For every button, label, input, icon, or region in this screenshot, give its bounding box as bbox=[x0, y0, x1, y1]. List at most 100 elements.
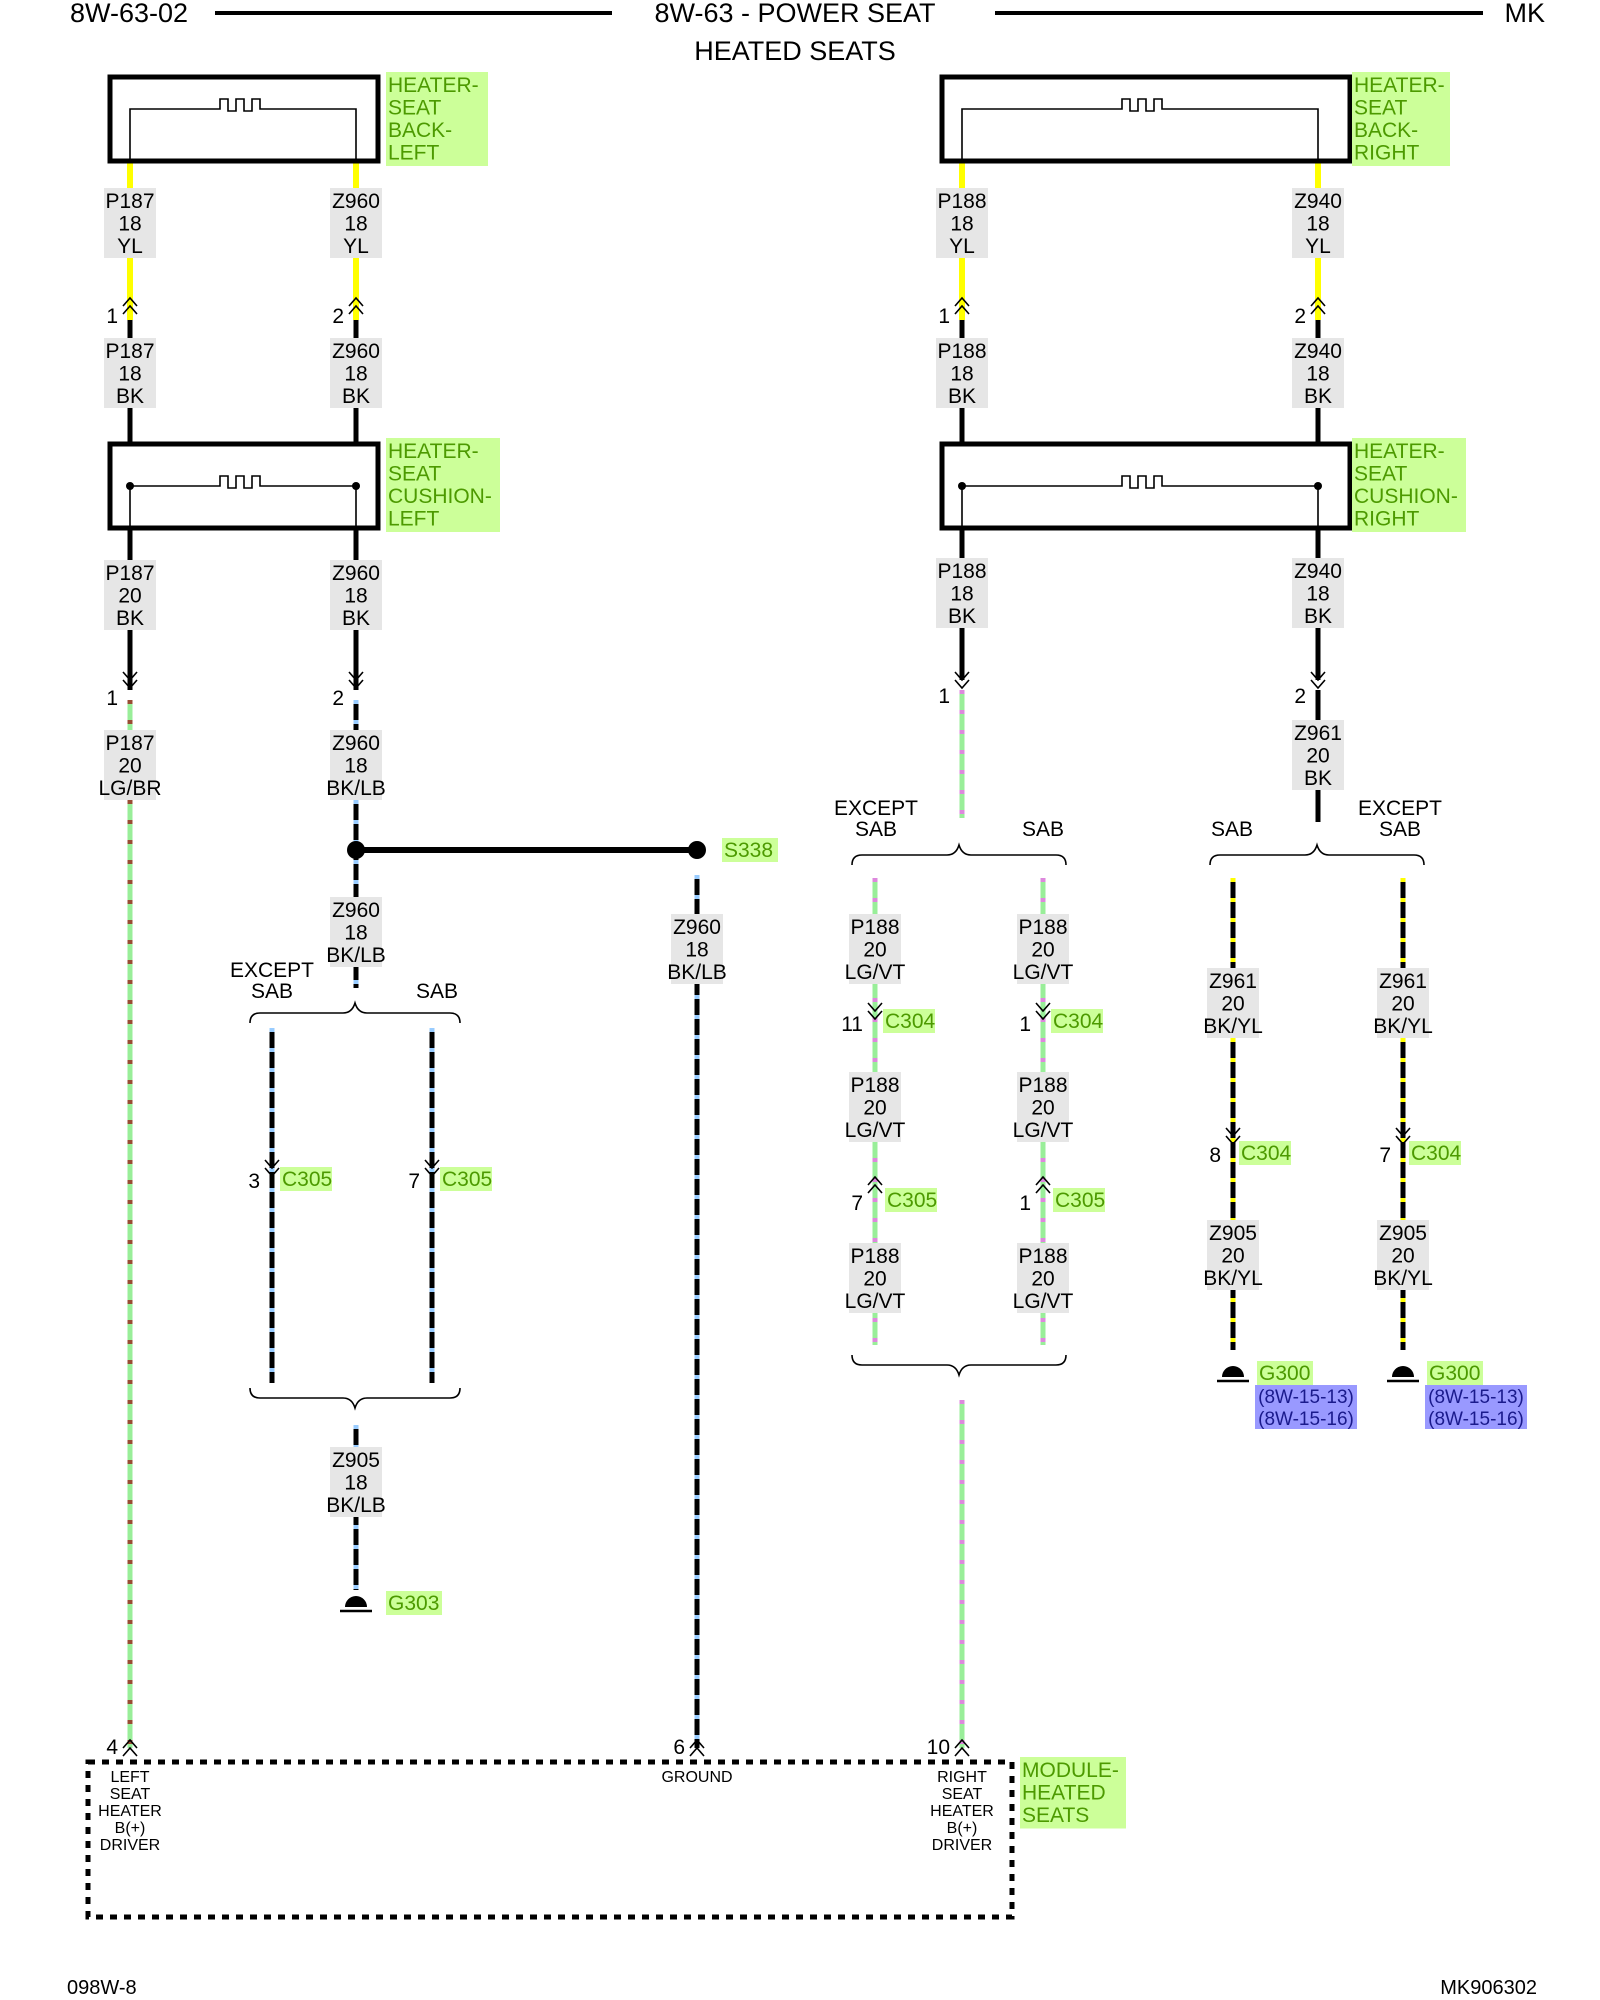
wire-label-text: 18 bbox=[344, 1472, 367, 1495]
module-pin-label: GROUND bbox=[661, 1769, 732, 1786]
wire-label-text: 20 bbox=[1031, 1268, 1054, 1291]
component-label-text: SEAT bbox=[1354, 463, 1407, 486]
wire-label-text: BK bbox=[948, 385, 976, 408]
wire-label-bg bbox=[1207, 1220, 1259, 1290]
pin-number: 10 bbox=[927, 1736, 950, 1759]
component-label-text: RIGHT bbox=[1354, 508, 1420, 531]
reference-label-text: (8W-15-13) bbox=[1258, 1387, 1354, 1408]
component-label-text: SEATS bbox=[1022, 1804, 1089, 1827]
component-label-text: HEATER- bbox=[388, 74, 479, 97]
wire-label-text: 20 bbox=[118, 585, 141, 608]
heater-element-symbol bbox=[129, 475, 357, 528]
ground-label-g300: G300 bbox=[1257, 1361, 1313, 1385]
wire-label-text: 18 bbox=[118, 213, 141, 236]
wire-label-text: P187 bbox=[105, 190, 154, 213]
heater-box bbox=[107, 74, 381, 164]
wire-label-text: Z940 bbox=[1294, 190, 1342, 213]
wire-label-text: LG/VT bbox=[1013, 1290, 1074, 1313]
module-pin-label: SEAT bbox=[942, 1786, 983, 1803]
option-label: EXCEPT bbox=[1358, 797, 1442, 820]
component-label-text: MODULE- bbox=[1022, 1759, 1119, 1782]
model-code: MK bbox=[1505, 0, 1546, 28]
wire-label-bg bbox=[1017, 1072, 1069, 1142]
connector-label-bg bbox=[280, 1167, 332, 1191]
wire-label-bg bbox=[1292, 720, 1344, 790]
option-brace-z961 bbox=[1209, 842, 1425, 866]
wire-label-text: BK/YL bbox=[1203, 1015, 1263, 1038]
wire-label-text: P187 bbox=[105, 340, 154, 363]
pin-number: 1 bbox=[1019, 1192, 1031, 1215]
component-label-text: HEATER- bbox=[1354, 74, 1445, 97]
wire-label-bg bbox=[1207, 968, 1259, 1038]
ground-label-bg bbox=[1427, 1361, 1483, 1385]
component-label-bg bbox=[1352, 438, 1466, 532]
wire-label-text: 18 bbox=[950, 583, 973, 606]
wire-label-text: P188 bbox=[937, 560, 986, 583]
wire-label-text: BK bbox=[1304, 385, 1332, 408]
component-label-text: CUSHION- bbox=[1354, 485, 1458, 508]
wire-label-text: LG/VT bbox=[845, 961, 906, 984]
pin-number: 2 bbox=[1294, 305, 1306, 328]
wire-label-bg bbox=[936, 338, 988, 408]
option-label: SAB bbox=[1022, 818, 1064, 841]
option-label: SAB bbox=[416, 980, 458, 1003]
splice-dot bbox=[688, 841, 706, 859]
heater-seat-cushion-left bbox=[107, 441, 381, 531]
pin-number: 3 bbox=[248, 1170, 260, 1193]
wire-label-text: BK bbox=[116, 385, 144, 408]
connector-chevron-c304 bbox=[867, 1002, 883, 1021]
wire-label-bg bbox=[1017, 1243, 1069, 1313]
ground-dome bbox=[1222, 1366, 1244, 1377]
pin-number: 4 bbox=[106, 1736, 118, 1759]
module-pin-label: HEATER bbox=[930, 1803, 994, 1820]
connector-chevron bbox=[1310, 671, 1326, 690]
component-label-text: BACK- bbox=[1354, 119, 1418, 142]
wire-label-text: 18 bbox=[1306, 363, 1329, 386]
pin-number: 6 bbox=[673, 1736, 685, 1759]
wire-label-text: 18 bbox=[950, 363, 973, 386]
pin-number: 2 bbox=[332, 687, 344, 710]
wire-label-text: LG/VT bbox=[1013, 1119, 1074, 1142]
splice-label-bg bbox=[722, 838, 778, 862]
reference-label-8w-15-16: (8W-15-16) bbox=[1255, 1407, 1357, 1430]
splice-label: S338 bbox=[722, 838, 778, 862]
pin-number: 1 bbox=[938, 685, 950, 708]
connector-label-c304: C304 bbox=[883, 1009, 936, 1033]
ground-dome bbox=[1392, 1366, 1414, 1377]
wire-label-text: LG/VT bbox=[1013, 961, 1074, 984]
wire-label-text: 20 bbox=[863, 939, 886, 962]
connector-chevron-module bbox=[689, 1738, 705, 1757]
junction-dot bbox=[958, 482, 966, 490]
wire-label-text: YL bbox=[949, 235, 975, 258]
wire-label-text: BK bbox=[116, 607, 144, 630]
option-brace-left bbox=[249, 1000, 461, 1024]
wire-label-text: 20 bbox=[1221, 1245, 1244, 1268]
module-pin-label: B(+) bbox=[115, 1820, 146, 1837]
connector-label-text: C305 bbox=[282, 1168, 332, 1191]
wire-label-text: BK bbox=[342, 607, 370, 630]
connector-label-bg bbox=[883, 1009, 935, 1033]
wire-label-bg bbox=[849, 1243, 901, 1313]
wire-label-text: LG/VT bbox=[845, 1290, 906, 1313]
component-label-bg bbox=[386, 72, 488, 166]
wire-label-bg bbox=[330, 338, 382, 408]
wire-label-text: Z905 bbox=[1209, 1222, 1257, 1245]
option-brace-p188 bbox=[851, 842, 1067, 866]
wire-label-text: BK/LB bbox=[326, 944, 386, 967]
wire-label-text: 20 bbox=[118, 755, 141, 778]
wire-label-bg bbox=[330, 1447, 382, 1517]
